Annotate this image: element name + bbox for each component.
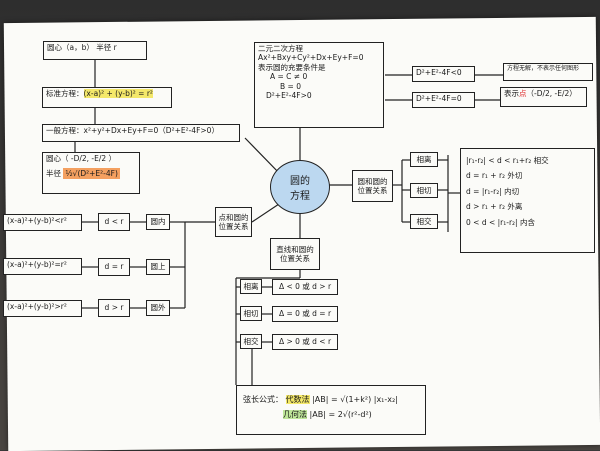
chord-alg-eq: |AB| = √(1+k²) |x₁-x₂| [312, 395, 398, 404]
line-circle-title-box: 直线和圆的 位置关系 [270, 238, 320, 270]
special-eq-point: 点 [519, 89, 527, 98]
lc-cond-tangent: Δ = 0 或 d = r [272, 306, 338, 322]
std-center-text: 圆心（a，b） 半径 r [47, 43, 117, 52]
std-center-box: 圆心（a，b） 半径 r [43, 41, 147, 60]
pc-rel-outside-text: d > r [104, 303, 124, 313]
binary-cond-title: 表示圆的充要条件是 [258, 62, 326, 72]
cc-label-separate-text: 相离 [416, 154, 432, 164]
pc-cond-on-text: (x-a)²+(y-b)²=r² [7, 260, 67, 269]
lc-cond-separate-text: Δ < 0 或 d > r [278, 282, 332, 292]
pc-pos-on: 圆上 [146, 259, 170, 275]
cc-label-separate: 相离 [410, 152, 438, 167]
lc-label-tangent-text: 相切 [243, 308, 259, 318]
std-eq: (x-a)² + (y-b)² = r² [83, 89, 153, 98]
binary-quadratic-box: 二元二次方程 Ax²+Bxy+Cy²+Dx+Ey+F=0 表示圆的充要条件是 A… [254, 42, 384, 128]
chord-geo-label: 几何法 [283, 410, 307, 420]
center-line-1: 圆的 [290, 176, 310, 187]
binary-cond-1: A = C ≠ 0 [270, 72, 308, 82]
cc-label-intersect-text: 相交 [416, 216, 432, 226]
pc-rel-inside-text: d < r [104, 217, 124, 227]
lc-title-1: 直线和圆的 [276, 244, 314, 254]
pc-title-2: 位置关系 [218, 222, 249, 231]
pc-rel-inside: d < r [98, 213, 130, 231]
lc-title-2: 位置关系 [280, 254, 310, 263]
cc-rel-3: d = |r₁-r₂| 内切 [466, 186, 520, 196]
circle-equation-node: 圆的 方程 [270, 160, 330, 214]
std-eq-label: 标准方程： [46, 89, 84, 98]
std-eq-box: 标准方程：(x-a)² + (y-b)² = r² [42, 87, 172, 108]
chord-geo-eq: |AB| = 2√(r²-d²) [309, 410, 372, 420]
special-eq-result-box: 表示点（-D/2, -E/2） [500, 87, 587, 107]
lc-label-tangent: 相切 [240, 306, 262, 321]
binary-title: 二元二次方程 [258, 44, 303, 53]
lc-cond-separate: Δ < 0 或 d > r [272, 279, 338, 295]
cc-label-tangent: 相切 [410, 183, 438, 198]
lc-cond-tangent-text: Δ = 0 或 d = r [278, 309, 332, 319]
cc-title-2: 位置关系 [357, 186, 388, 195]
lc-cond-intersect: Δ > 0 或 d < r [272, 334, 338, 350]
center-line-2: 方程 [290, 191, 310, 202]
circle-circle-title-box: 圆和圆的 位置关系 [352, 170, 393, 202]
lc-cond-intersect-text: Δ > 0 或 d < r [278, 337, 332, 347]
special-lt-cond: D²+E²-4F<0 [416, 68, 462, 77]
general-radius-label: 半径 [46, 169, 61, 179]
special-eq-cond: D²+E²-4F=0 [416, 94, 462, 103]
pc-pos-inside: 圆内 [146, 214, 170, 230]
general-center-radius-box: 圆心（ -D/2, -E/2 ） 半径 ½√(D²+E²-4F) [42, 152, 140, 194]
pc-pos-inside-text: 圆内 [150, 217, 166, 227]
pc-cond-on: (x-a)²+(y-b)²=r² [3, 258, 82, 275]
pc-cond-inside: (x-a)²+(y-b)²<r² [3, 214, 82, 231]
pc-pos-outside-text: 圆外 [150, 303, 166, 313]
pc-pos-on-text: 圆上 [150, 262, 166, 272]
pc-rel-on: d = r [98, 258, 130, 276]
general-eq-box: 一般方程：x²+y²+Dx+Ey+F=0（D²+E²-4F>0） [42, 124, 240, 142]
lc-label-intersect: 相交 [240, 334, 262, 349]
cc-rel-2: d = r₁ + r₂ 外切 [466, 171, 523, 181]
cc-rel-4: d > r₁ + r₂ 外离 [466, 202, 523, 212]
chord-alg-label: 代数法 [285, 395, 310, 404]
cc-rel-5: 0 < d < |r₁-r₂| 内含 [466, 217, 535, 227]
pc-cond-inside-text: (x-a)²+(y-b)²<r² [7, 216, 67, 225]
cc-title-1: 圆和圆的 [357, 176, 388, 186]
chord-length-box: 弦长公式： 代数法 |AB| = √(1+k²) |x₁-x₂| 几何法 |AB… [236, 385, 426, 435]
pc-title-1: 点和圆的 [218, 212, 249, 222]
lc-label-separate: 相离 [240, 279, 262, 294]
chord-label: 弦长公式： [243, 395, 283, 404]
binary-cond-2: B = 0 [280, 81, 301, 91]
cc-rel-1: |r₁-r₂| < d < r₁+r₂ 相交 [466, 156, 549, 165]
general-eq: x²+y²+Dx+Ey+F=0（D²+E²-4F>0） [83, 126, 219, 135]
special-lt-result: 方程无解，不表示任何图形 [507, 65, 580, 72]
general-eq-label: 一般方程： [46, 126, 84, 135]
point-circle-title-box: 点和圆的 位置关系 [215, 207, 252, 237]
cc-relations-box: |r₁-r₂| < d < r₁+r₂ 相交 d = r₁ + r₂ 外切 d … [460, 148, 595, 253]
binary-eq: Ax²+Bxy+Cy²+Dx+Ey+F=0 [258, 53, 364, 63]
special-eq-prefix: 表示 [504, 89, 519, 98]
lc-label-intersect-text: 相交 [243, 336, 259, 346]
pc-cond-outside: (x-a)²+(y-b)²>r² [3, 300, 82, 317]
lc-label-separate-text: 相离 [243, 281, 259, 291]
pc-pos-outside: 圆外 [146, 300, 170, 316]
cc-label-intersect: 相交 [410, 214, 438, 229]
special-eq-coord: （-D/2, -E/2） [526, 89, 577, 98]
special-lt-box: D²+E²-4F<0 [412, 66, 475, 82]
special-lt-result-box: 方程无解，不表示任何图形 [503, 63, 593, 81]
pc-cond-outside-text: (x-a)²+(y-b)²>r² [7, 302, 67, 311]
special-eq-box: D²+E²-4F=0 [412, 92, 475, 108]
pc-rel-outside: d > r [98, 299, 130, 317]
general-center-text: 圆心（ -D/2, -E/2 ） [46, 154, 117, 163]
general-radius-formula: ½√(D²+E²-4F) [63, 168, 120, 180]
pc-rel-on-text: d = r [104, 262, 124, 272]
cc-label-tangent-text: 相切 [416, 185, 432, 195]
binary-cond-3: D²+E²-4F>0 [266, 90, 312, 100]
